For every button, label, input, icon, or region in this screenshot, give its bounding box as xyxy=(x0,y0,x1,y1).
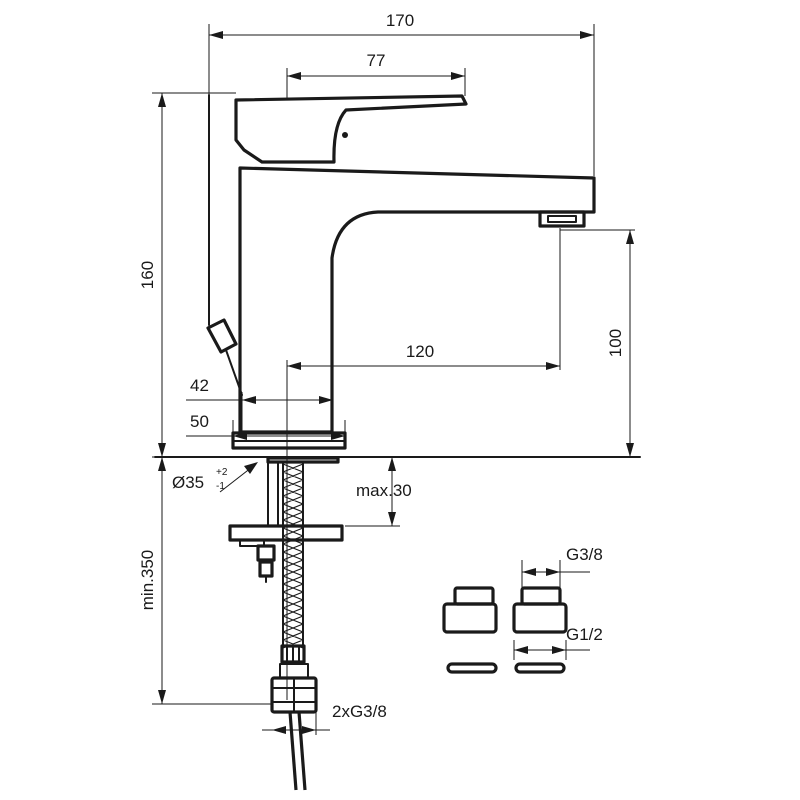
dimension-lines xyxy=(158,31,634,734)
braided-hose xyxy=(282,461,304,649)
label-hole-diameter: Ø35 xyxy=(172,473,204,492)
seal-washer-right xyxy=(514,662,566,674)
label-adapter-top: G3/8 xyxy=(566,545,603,564)
fixing-nut xyxy=(256,544,276,562)
adapter-left xyxy=(442,586,498,674)
adapter-right xyxy=(512,586,568,674)
label-hose-thread: 2xG3/8 xyxy=(332,702,387,721)
label-hole-tol-minus: -1 xyxy=(216,481,225,492)
popup-knob xyxy=(206,318,238,354)
extension-lines xyxy=(152,24,635,735)
label-hole-tol-plus: +2 xyxy=(216,467,228,478)
label-lever-length: 77 xyxy=(367,51,386,70)
aerator xyxy=(538,210,586,228)
label-spout-height: 100 xyxy=(606,329,625,357)
label-total-length: 170 xyxy=(386,11,414,30)
label-body-inner: 42 xyxy=(190,376,209,395)
faucet-body xyxy=(206,94,596,450)
label-total-height: 160 xyxy=(138,261,157,289)
lever-handle xyxy=(234,94,468,164)
seal-washer-left xyxy=(446,662,498,674)
label-max-thickness: max.30 xyxy=(356,481,412,500)
label-body-outer: 50 xyxy=(190,412,209,431)
label-spout-reach: 120 xyxy=(406,342,434,361)
mounting-plate xyxy=(228,524,344,542)
label-min-hose: min.350 xyxy=(138,550,157,610)
label-adapter-bottom: G1/2 xyxy=(566,625,603,644)
dimension-labels: 170 77 160 100 120 42 50 Ø35 +2 -1 max.3… xyxy=(138,11,625,721)
under-counter-assembly xyxy=(228,456,344,791)
lever-pin xyxy=(342,132,348,138)
spout-body xyxy=(238,166,596,434)
